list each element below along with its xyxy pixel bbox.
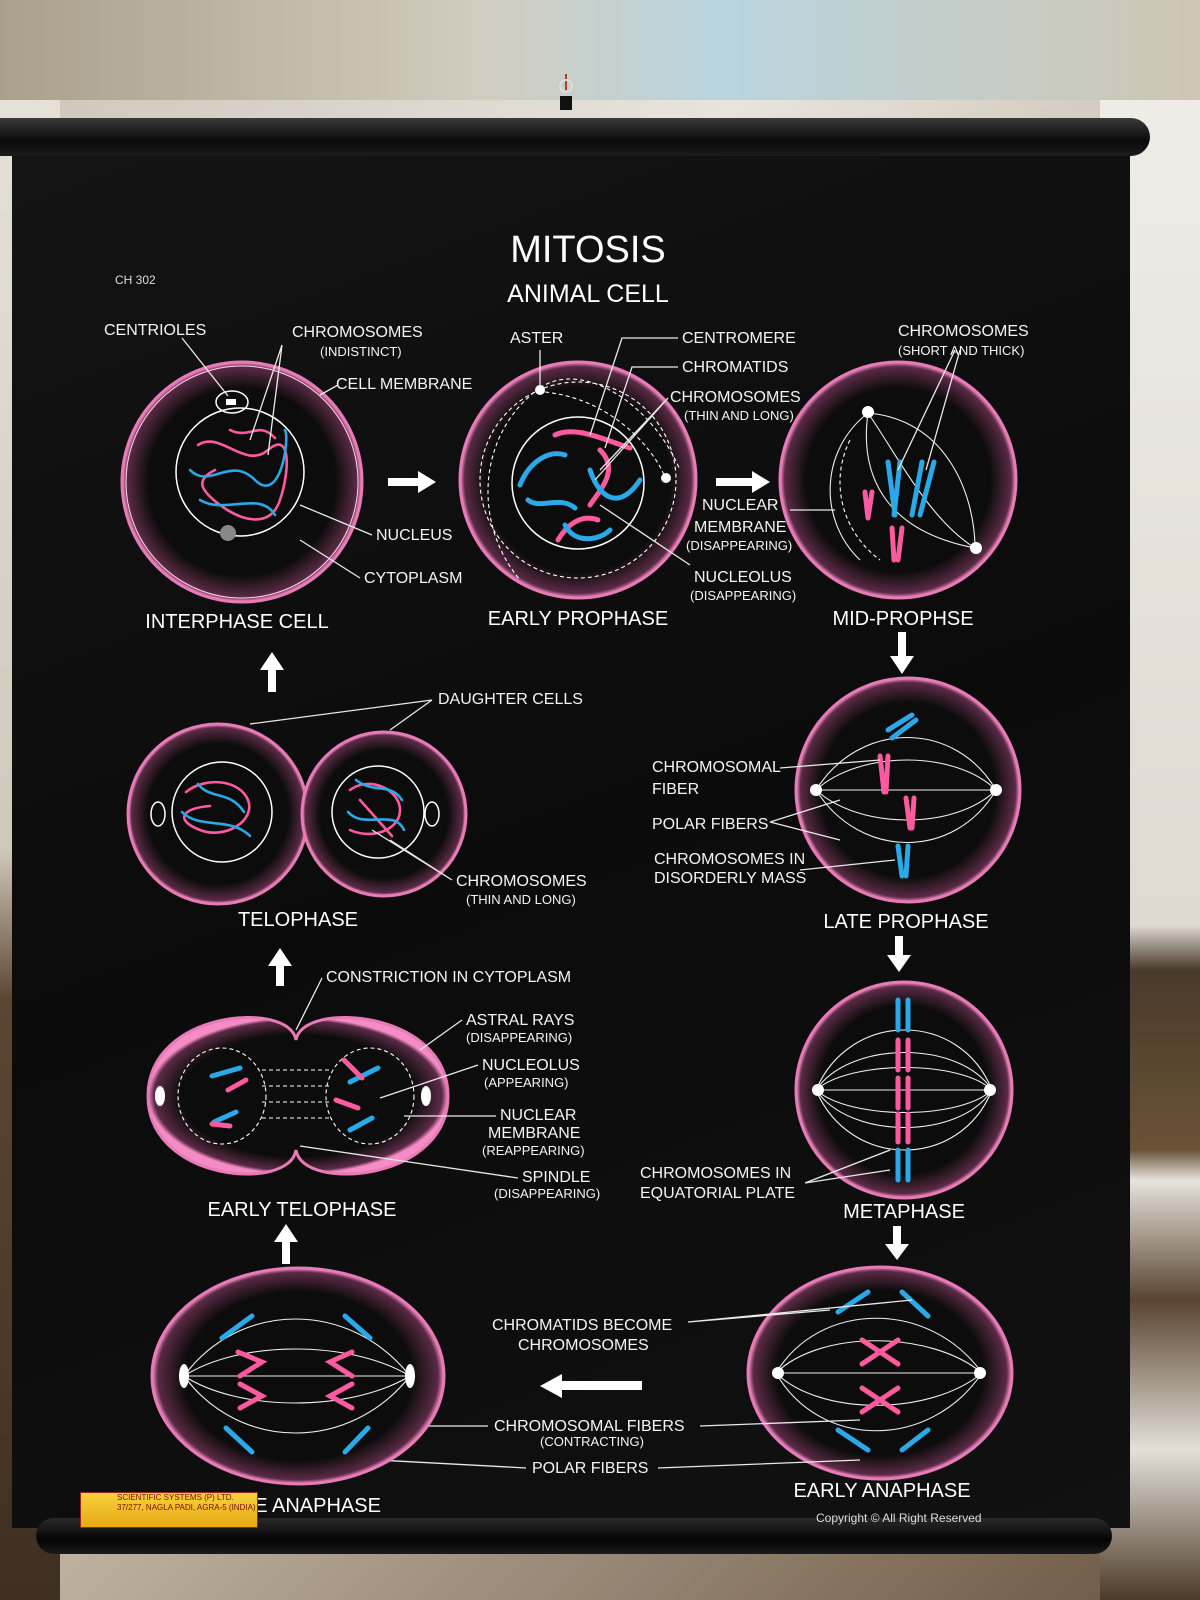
label-centrioles: CENTRIOLES <box>104 322 206 339</box>
early-telophase-cell <box>146 1015 450 1176</box>
late-anaphase-cell <box>150 1266 446 1486</box>
label-spindle-disappearing: (DISAPPEARING) <box>494 1186 600 1201</box>
stage-mid-prophase: MID-PROPHSE <box>832 608 973 630</box>
label-fiber: FIBER <box>652 781 699 798</box>
arrow-right-icon <box>716 471 770 493</box>
label-daughter-cells: DAUGHTER CELLS <box>438 691 583 708</box>
label-cytoplasm: CYTOPLASM <box>364 570 462 587</box>
stage-early-telophase: EARLY TELOPHASE <box>208 1199 397 1221</box>
label-chromosomes-telophase: CHROMOSOMES <box>456 873 587 890</box>
label-thin-and-long: (THIN AND LONG) <box>684 408 794 423</box>
arrow-up-icon <box>274 1224 298 1264</box>
label-nucleus: NUCLEUS <box>376 527 452 544</box>
late-prophase-cell <box>794 676 1022 904</box>
arrow-down-icon <box>890 632 914 674</box>
copyright-text: Copyright © All Right Reserved <box>816 1511 982 1525</box>
early-prophase-cell <box>458 360 698 600</box>
label-chromosomes-in-eq: CHROMOSOMES IN <box>640 1165 791 1182</box>
mid-prophase-cell <box>778 360 1018 600</box>
page-title: MITOSIS <box>510 229 666 271</box>
chart-code: CH 302 <box>115 273 156 287</box>
label-chromosomes-in: CHROMOSOMES IN <box>654 851 805 868</box>
label-astral-disappearing: (DISAPPEARING) <box>466 1030 572 1045</box>
page-subtitle: ANIMAL CELL <box>507 280 669 308</box>
label-nuclear: NUCLEAR <box>702 497 778 514</box>
label-membrane-et: MEMBRANE <box>488 1125 580 1142</box>
label-aster: ASTER <box>510 330 563 347</box>
label-nucleolus-et: NUCLEOLUS <box>482 1057 580 1074</box>
label-chromosomal-fibers: CHROMOSOMAL FIBERS <box>494 1418 685 1435</box>
arrow-down-icon <box>887 936 911 972</box>
label-cell-membrane: CELL MEMBRANE <box>336 376 472 393</box>
label-equatorial-plate: EQUATORIAL PLATE <box>640 1185 795 1202</box>
label-chromosomes-indistinct: CHROMOSOMES <box>292 324 423 341</box>
arrow-down-icon <box>885 1226 909 1260</box>
top-rod <box>0 118 1150 156</box>
label-chromosomes-thin: CHROMOSOMES <box>670 389 801 406</box>
label-chromosomes-become: CHROMOSOMES <box>518 1337 649 1354</box>
hanger-hook-icon <box>559 74 573 110</box>
label-polar-fibers-ana: POLAR FIBERS <box>532 1460 648 1477</box>
wall-top <box>0 0 1200 100</box>
label-chromosomes-short: CHROMOSOMES <box>898 323 1029 340</box>
label-spindle: SPINDLE <box>522 1169 590 1186</box>
early-anaphase-cell <box>746 1265 1014 1481</box>
label-indistinct: (INDISTINCT) <box>320 344 402 359</box>
label-disorderly-mass: DISORDERLY MASS <box>654 870 806 887</box>
label-appearing: (APPEARING) <box>484 1075 569 1090</box>
label-chromosomal: CHROMOSOMAL <box>652 759 781 776</box>
arrow-up-icon <box>260 652 284 692</box>
label-contracting: (CONTRACTING) <box>540 1434 644 1449</box>
publisher-badge: SCIENTIFIC SYSTEMS (P) LTD. 37/277, NAGL… <box>80 1492 258 1528</box>
stage-metaphase: METAPHASE <box>843 1201 965 1223</box>
label-disappearing: (DISAPPEARING) <box>686 538 792 553</box>
arrow-right-icon <box>388 471 436 493</box>
stage-early-anaphase: EARLY ANAPHASE <box>793 1480 970 1502</box>
telophase-cell <box>126 722 468 906</box>
label-short-and-thick: (SHORT AND THICK) <box>898 343 1024 358</box>
interphase-cell <box>120 360 364 604</box>
label-nucleolus: NUCLEOLUS <box>694 569 792 586</box>
stage-late-anaphase: LATE ANAPHASE <box>219 1495 381 1517</box>
stage-early-prophase: EARLY PROPHASE <box>488 608 668 630</box>
label-membrane: MEMBRANE <box>694 519 786 536</box>
label-astral-rays: ASTRAL RAYS <box>466 1012 574 1029</box>
arrow-left-icon <box>540 1374 642 1398</box>
label-chromatids-become: CHROMATIDS BECOME <box>492 1317 672 1334</box>
metaphase-cell <box>794 980 1014 1200</box>
label-polar-fibers: POLAR FIBERS <box>652 816 768 833</box>
stage-late-prophase: LATE PROPHASE <box>823 911 988 933</box>
arrow-up-icon <box>268 948 292 986</box>
label-thin-and-long-telophase: (THIN AND LONG) <box>466 892 576 907</box>
stage-interphase: INTERPHASE CELL <box>145 611 328 633</box>
label-chromatids: CHROMATIDS <box>682 359 788 376</box>
label-centromere: CENTROMERE <box>682 330 796 347</box>
badge-line-1: SCIENTIFIC SYSTEMS (P) LTD. <box>117 1493 234 1502</box>
stage-telophase: TELOPHASE <box>238 909 358 931</box>
label-reappearing: (REAPPEARING) <box>482 1143 585 1158</box>
badge-line-2: 37/277, NAGLA PADI, AGRA-5 (INDIA) <box>117 1503 256 1512</box>
label-nucleolus-disappearing: (DISAPPEARING) <box>690 588 796 603</box>
label-nuclear-et: NUCLEAR <box>500 1107 576 1124</box>
label-constriction: CONSTRICTION IN CYTOPLASM <box>326 969 571 986</box>
